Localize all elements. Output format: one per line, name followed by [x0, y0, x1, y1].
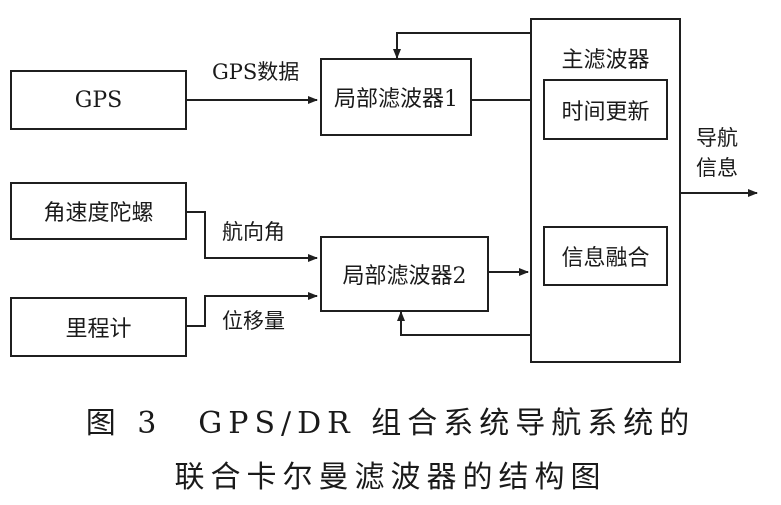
figure-caption-line-1: 图 3 GPS/DR 组合系统导航系统的	[85, 406, 696, 441]
gps-block: GPS	[10, 70, 187, 130]
label-nav-info-2: 信息	[696, 156, 738, 180]
gyro-block: 角速度陀螺	[10, 182, 187, 240]
label-gps-data: GPS数据	[212, 60, 300, 84]
figure-caption-line-2: 联合卡尔曼滤波器的结构图	[174, 460, 607, 495]
time-update-block: 时间更新	[543, 79, 668, 140]
label-displacement: 位移量	[222, 309, 285, 333]
arrow-odometer-to-filter2	[187, 292, 318, 327]
local-filter-1-block: 局部滤波器1	[320, 58, 472, 136]
label-nav-info-1: 导航	[696, 126, 738, 150]
main-filter-block: 主滤波器	[530, 18, 681, 363]
arrow-main-to-filter1	[393, 32, 530, 59]
local-filter-2-block: 局部滤波器2	[320, 236, 489, 312]
label-heading: 航向角	[222, 220, 285, 244]
arrow-main-to-filter2	[397, 311, 530, 336]
odometer-block: 里程计	[10, 297, 187, 357]
main-filter-title: 主滤波器	[561, 48, 650, 73]
info-fusion-block: 信息融合	[543, 226, 668, 286]
arrow-gyro-to-filter2	[187, 211, 318, 262]
